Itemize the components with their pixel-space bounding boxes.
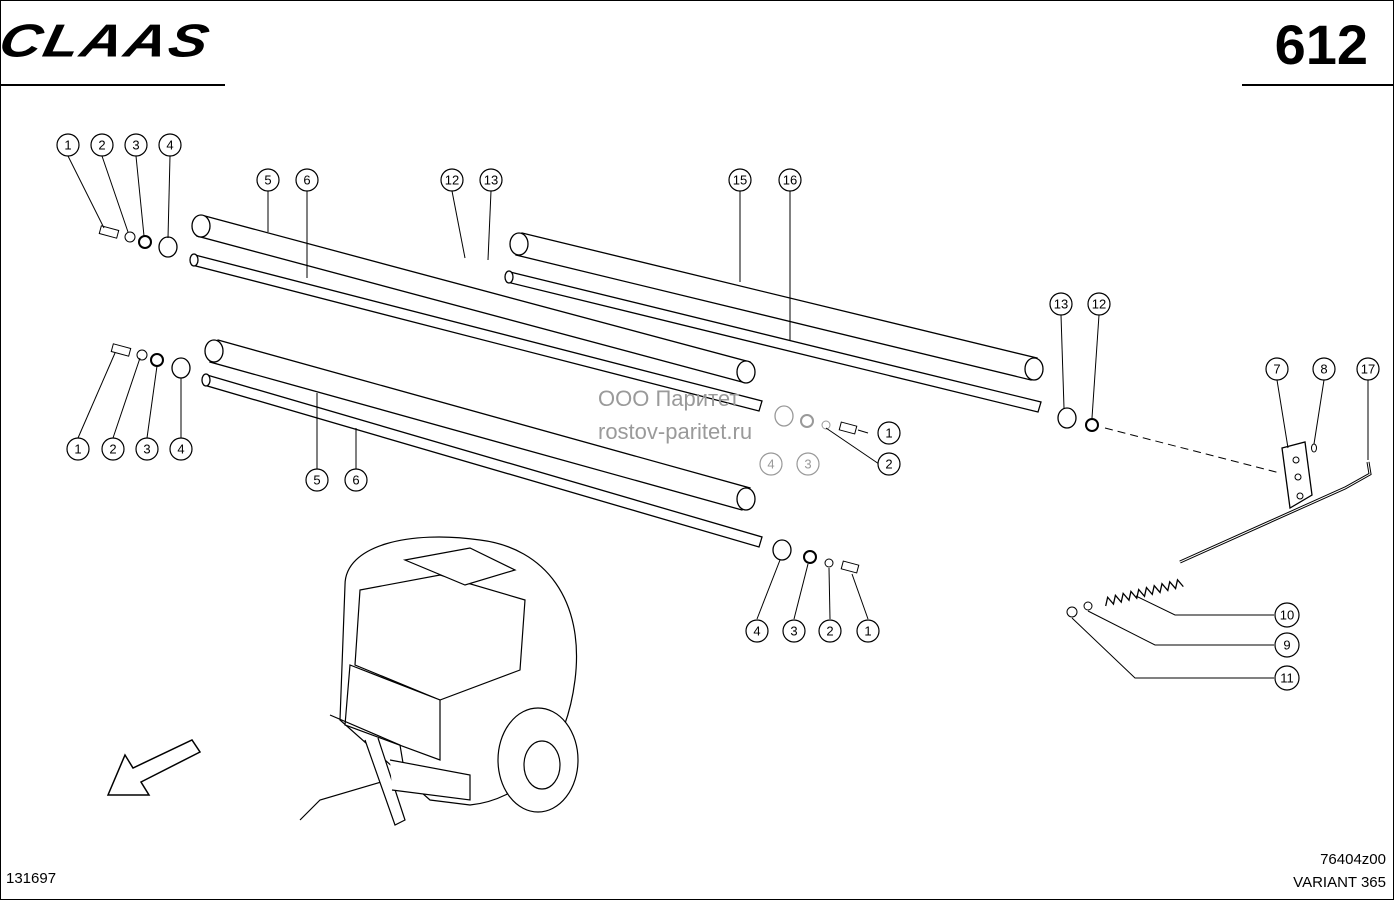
- callout-right-7: 7: [1265, 357, 1289, 381]
- svg-text:11: 11: [1280, 671, 1294, 686]
- watermark-line-2: rostov-paritet.ru: [598, 419, 753, 444]
- page-number-underline: [1242, 84, 1394, 86]
- direction-arrow: [106, 739, 202, 796]
- hardware-center-faint: [774, 405, 858, 435]
- spring: [1105, 578, 1184, 607]
- callout-right-12: 12: [1087, 292, 1111, 316]
- bracket-assembly: [1179, 441, 1372, 564]
- callout-left-2: 2: [101, 437, 125, 461]
- callout-right-17: 17: [1356, 357, 1380, 381]
- svg-text:4: 4: [177, 442, 184, 457]
- callout-left-1: 1: [66, 437, 90, 461]
- svg-text:4: 4: [166, 138, 173, 153]
- hardware-lower: [772, 539, 860, 574]
- callout-top-12: 12: [440, 168, 464, 192]
- svg-text:8: 8: [1320, 362, 1327, 377]
- page-number: 612: [1274, 13, 1368, 76]
- svg-text:2: 2: [885, 457, 892, 472]
- model-name: VARIANT 365: [1293, 874, 1386, 891]
- callout-left-3: 3: [135, 437, 159, 461]
- callout-top-2: 2: [90, 133, 114, 157]
- rod-upper-right: [504, 270, 1042, 413]
- footer-right-block: 76404z00 VARIANT 365: [1293, 848, 1386, 894]
- svg-text:5: 5: [264, 173, 271, 188]
- callout-lower-1: 1: [856, 619, 880, 643]
- rod-upper-left: [189, 253, 763, 412]
- callout-right-9: 9: [1274, 632, 1300, 658]
- hardware-upper-left: [98, 225, 178, 258]
- svg-text:4: 4: [753, 624, 760, 639]
- callout-center-4: 4: [759, 452, 783, 476]
- callout-lower-3: 3: [782, 619, 806, 643]
- svg-text:2: 2: [98, 138, 105, 153]
- svg-text:12: 12: [445, 173, 459, 188]
- callout-center-2: 2: [877, 452, 901, 476]
- svg-text:1: 1: [74, 442, 81, 457]
- svg-text:4: 4: [767, 457, 774, 472]
- callout-mid-5: 5: [305, 468, 329, 492]
- footer-left-code: 131697: [6, 870, 57, 887]
- tube-lower: [204, 339, 756, 511]
- callout-right-11: 11: [1274, 665, 1300, 691]
- callout-top-5: 5: [256, 168, 280, 192]
- svg-text:1: 1: [64, 138, 71, 153]
- svg-text:2: 2: [109, 442, 116, 457]
- svg-text:1: 1: [864, 624, 871, 639]
- callout-lower-4: 4: [745, 619, 769, 643]
- drawing-code: 76404z00: [1320, 851, 1386, 868]
- svg-text:6: 6: [352, 473, 359, 488]
- callout-center-1: 1: [877, 421, 901, 445]
- callout-top-3: 3: [124, 133, 148, 157]
- svg-text:13: 13: [484, 173, 498, 188]
- tube-upper-right: [509, 232, 1044, 381]
- logo-underline: [0, 84, 225, 86]
- watermark: ООО Паритет rostov-paritet.ru: [598, 382, 752, 448]
- callout-mid-6: 6: [344, 468, 368, 492]
- rod-lower: [201, 373, 763, 548]
- tube-upper-left: [191, 214, 756, 384]
- svg-text:5: 5: [313, 473, 320, 488]
- svg-text:3: 3: [143, 442, 150, 457]
- callout-top-15: 15: [728, 168, 752, 192]
- leader-lines: [67, 155, 1369, 679]
- svg-text:6: 6: [303, 173, 310, 188]
- watermark-line-1: ООО Паритет: [598, 386, 740, 411]
- svg-text:17: 17: [1361, 362, 1375, 377]
- svg-text:3: 3: [132, 138, 139, 153]
- callout-lower-2: 2: [818, 619, 842, 643]
- svg-text:15: 15: [733, 173, 747, 188]
- baler-illustration: [299, 536, 579, 826]
- svg-text:7: 7: [1273, 362, 1280, 377]
- callout-top-1: 1: [56, 133, 80, 157]
- callout-left-4: 4: [169, 437, 193, 461]
- svg-text:3: 3: [790, 624, 797, 639]
- alignment-dashed-line: [1104, 427, 1281, 474]
- callout-top-16: 16: [778, 168, 802, 192]
- svg-text:9: 9: [1283, 638, 1290, 653]
- svg-text:1: 1: [885, 426, 892, 441]
- svg-text:16: 16: [783, 173, 797, 188]
- callout-center-3: 3: [796, 452, 820, 476]
- callout-right-10: 10: [1274, 602, 1300, 628]
- svg-text:10: 10: [1280, 608, 1294, 623]
- callout-right-13: 13: [1049, 292, 1073, 316]
- callout-top-4: 4: [158, 133, 182, 157]
- callout-top-6: 6: [295, 168, 319, 192]
- svg-text:3: 3: [804, 457, 811, 472]
- callout-right-8: 8: [1312, 357, 1336, 381]
- svg-text:12: 12: [1092, 297, 1106, 312]
- callout-top-13: 13: [479, 168, 503, 192]
- hardware-middle-left: [110, 343, 191, 379]
- svg-text:2: 2: [826, 624, 833, 639]
- svg-text:13: 13: [1054, 297, 1068, 312]
- hardware-right: [1057, 407, 1099, 618]
